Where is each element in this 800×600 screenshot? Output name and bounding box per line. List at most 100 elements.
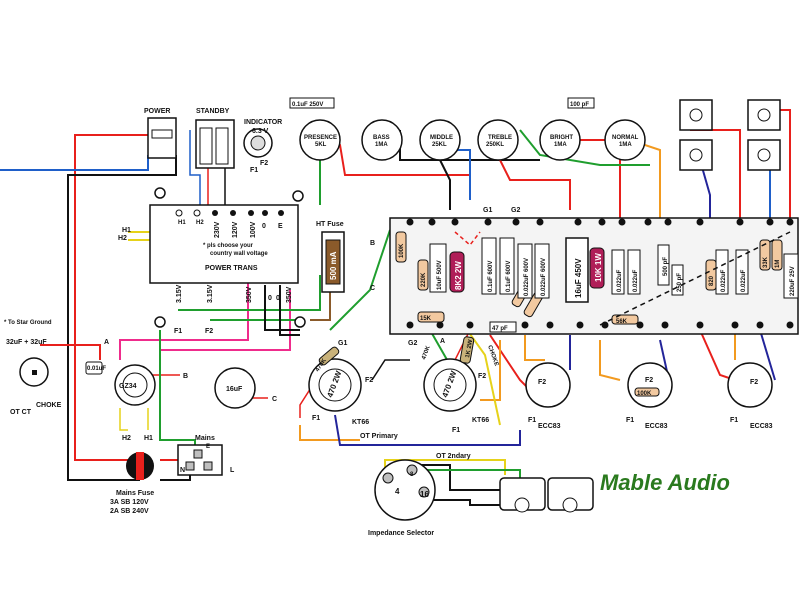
- wire-black-trans2: [279, 285, 300, 336]
- cap-32uf-label: 32uF + 32uF: [6, 339, 47, 346]
- caps-022-600: [517, 243, 550, 299]
- indicator-voltage: 6.3 V: [252, 128, 269, 135]
- impedance-selector[interactable]: [374, 459, 436, 521]
- standby-label: STANDBY: [196, 108, 230, 115]
- trans-zero: 0: [262, 223, 266, 230]
- wire-black-trans1: [264, 285, 300, 331]
- board-33k: 33K: [763, 256, 769, 268]
- caps-022-right: [611, 249, 749, 295]
- cap-022-f: 0.022uF: [741, 269, 747, 292]
- wire-green-tube1: [329, 229, 391, 331]
- wire-green-normal: [519, 129, 650, 166]
- cap-16uf: [214, 367, 256, 409]
- pot-presence[interactable]: [299, 119, 341, 161]
- mains-inlet: [177, 444, 223, 476]
- cap-10uf-500v: [429, 243, 447, 293]
- trans-120v: 120V: [232, 221, 239, 238]
- gz34-tube: [114, 364, 156, 406]
- ecc83-2-f1: F1: [626, 417, 634, 424]
- wire-blue-topleft: [0, 155, 149, 171]
- pot-normal[interactable]: [604, 119, 646, 161]
- resistor-10k: [589, 247, 605, 289]
- tap-8: 8: [410, 472, 414, 478]
- wire-black-left: [67, 155, 177, 481]
- kt66-1-f2: F2: [365, 377, 373, 384]
- power-switch[interactable]: [147, 117, 177, 159]
- kt66-1-g1: G1: [338, 340, 347, 347]
- wire-orange-ecc1: [524, 335, 545, 361]
- shield-dashed-red: [454, 231, 481, 247]
- speaker-jack-1[interactable]: [499, 477, 546, 513]
- trans-f1: F1: [174, 328, 182, 335]
- pot-normal-value: 1MA: [619, 142, 632, 148]
- mains-fuse-120: 3A SB 120V: [110, 499, 149, 506]
- turret-row-top: [406, 218, 794, 226]
- resistor-8k2: [449, 251, 465, 293]
- wire-black-ot2: [420, 464, 500, 491]
- trans-100v: 100V: [250, 221, 257, 238]
- trans-terminals-top: [175, 209, 284, 217]
- kt66-2-1k: 1K 2W: [465, 339, 474, 358]
- ecc83-1-label: ECC83: [538, 423, 561, 430]
- wire-orange-kt2: [480, 340, 501, 401]
- kt66-1-f1: F1: [312, 415, 320, 422]
- kt66-2-f1: F1: [452, 427, 460, 434]
- mains-n: N: [180, 467, 185, 474]
- imp-sel-label: Impedance Selector: [368, 530, 434, 537]
- ht-fuse: [321, 231, 345, 293]
- indicator-f2: F2: [260, 160, 268, 167]
- cap-01-600-a: 0.1uF 600V: [488, 261, 494, 292]
- indicator-f1: F1: [250, 167, 258, 174]
- input-jack-1[interactable]: [679, 99, 713, 131]
- speaker-jack-2[interactable]: [547, 477, 594, 513]
- mains-fuse-label: Mains Fuse: [116, 490, 154, 497]
- pot-normal-label: NORMAL: [612, 135, 639, 141]
- kt66-2-470k: 470K: [421, 345, 432, 361]
- choke-label-left: CHOKE: [36, 402, 62, 409]
- mains-fuse: [126, 452, 154, 480]
- wire-black-spk: [430, 499, 500, 506]
- board-56k: 56K: [616, 319, 628, 325]
- wire-green-heater: [178, 275, 321, 311]
- resistor-8k2-label: 8K2 2W: [454, 261, 463, 290]
- h1-label: H1: [122, 227, 131, 234]
- wire-red-mains: [74, 134, 148, 461]
- input-jack-3[interactable]: [747, 99, 781, 131]
- cap-250pf: 250 pF: [677, 273, 683, 292]
- pot-middle[interactable]: [419, 119, 461, 161]
- power-transformer: [149, 204, 299, 284]
- trans-315v-b: 3.15V: [207, 284, 214, 303]
- standby-switch[interactable]: [195, 119, 235, 169]
- pot-bass[interactable]: [361, 119, 403, 161]
- filter-cap-32uf: [19, 357, 49, 387]
- small-cap-001: [85, 361, 103, 375]
- trans-315v-a: 3.15V: [176, 284, 183, 303]
- cap-500pf: 500 pF: [663, 257, 669, 276]
- tap-16: 16: [420, 490, 429, 499]
- ot-2ndary-label: OT 2ndary: [436, 453, 471, 460]
- caps-01-600: [481, 237, 515, 295]
- kt66-2-label: KT66: [472, 417, 489, 424]
- board-100k: 100K: [399, 243, 405, 258]
- board-g2-label: G2: [511, 207, 520, 214]
- ecc83-1-f2: F2: [538, 379, 546, 386]
- wire-red-a: [40, 344, 101, 360]
- mains-fuse-240: 2A SB 240V: [110, 508, 149, 515]
- pot-treble[interactable]: [477, 119, 519, 161]
- board-c-label: C: [370, 285, 375, 292]
- cap-47pf-label: 47 pF: [492, 326, 508, 332]
- cap-001-label: 0.01uF: [87, 366, 106, 372]
- cap-220uf-25v-label: 220uF 25V: [790, 266, 796, 296]
- pot-bass-value: 1MA: [375, 142, 388, 148]
- input-jack-2[interactable]: [679, 139, 713, 171]
- wire-navy-kt1: [334, 414, 521, 446]
- ot-ct-label: OT CT: [10, 409, 32, 416]
- ecc83-3-f2: F2: [750, 379, 758, 386]
- cap-10uf-500v-label: 10uF 500V: [437, 260, 443, 290]
- trans-zero-b: 0: [276, 295, 280, 302]
- input-jack-4[interactable]: [747, 139, 781, 171]
- board-820: 820: [709, 275, 715, 286]
- pot-bright[interactable]: [539, 119, 581, 161]
